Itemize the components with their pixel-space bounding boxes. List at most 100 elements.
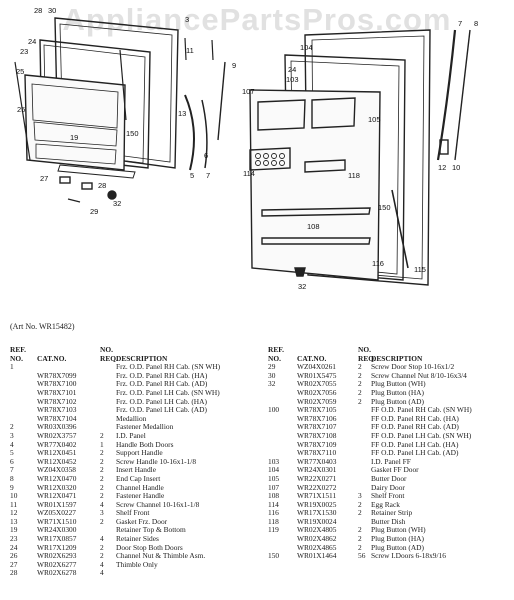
- qty-cell: 2: [100, 448, 104, 458]
- ref-cell: 6: [10, 456, 14, 466]
- qty-cell: [100, 363, 116, 372]
- svg-text:114: 114: [243, 169, 255, 178]
- cat-header: CAT.NO.: [37, 353, 67, 363]
- svg-text:28: 28: [34, 6, 42, 15]
- qty-cell: [358, 458, 371, 467]
- svg-text:105: 105: [368, 115, 381, 124]
- ref-cell: 4: [10, 439, 14, 449]
- svg-text:24: 24: [288, 65, 296, 74]
- description-cell: Handle Both Doors: [116, 439, 174, 449]
- qty-cell: 4: [100, 499, 104, 509]
- retainer-strip: [391, 189, 409, 269]
- qty-cell: 4: [100, 568, 104, 578]
- ref-cell: 3: [10, 430, 14, 440]
- ref-cell: [10, 398, 37, 407]
- description-cell: FF O.D. Panel LH Cab. (SN WH): [371, 430, 472, 440]
- svg-text:10: 10: [452, 163, 460, 172]
- ref-cell: [268, 415, 297, 424]
- svg-text:104: 104: [300, 43, 313, 52]
- ref-cell: 118: [268, 516, 279, 526]
- ref-cell: [10, 415, 37, 424]
- cat-no-cell: WR22X0272: [297, 482, 337, 492]
- ff-inner-liner: [249, 89, 381, 281]
- svg-text:7: 7: [458, 19, 462, 28]
- description-cell: FF O.D. Panel RH Cab. (HA): [371, 413, 459, 423]
- qty-cell: 2: [358, 542, 362, 552]
- description-cell: Channel Nut & Thimble Asm.: [116, 551, 206, 561]
- description-cell: Thimble Only: [116, 559, 158, 569]
- cat-no-cell: WR78X7107: [297, 422, 337, 432]
- description-cell: Support Handle: [116, 448, 163, 458]
- cat-no-cell: WR24X0301: [297, 465, 337, 475]
- ref-cell: 10: [10, 491, 18, 501]
- qty-cell: [100, 406, 116, 415]
- ref-cell: 104: [268, 465, 280, 475]
- qty-cell: 2: [358, 499, 362, 509]
- cat-no-cell: WR78X7105: [297, 405, 337, 415]
- svg-text:25: 25: [16, 67, 24, 76]
- ref-cell: 12: [10, 508, 18, 518]
- qty-cell: [358, 441, 371, 450]
- cat-no-cell: WR78X7109: [297, 439, 337, 449]
- cat-no-cell: WR02X4865: [297, 542, 337, 552]
- cat-no-cell: WR01X5475: [297, 370, 337, 380]
- cat-no-cell: WR77X0402: [37, 439, 77, 449]
- svg-text:32: 32: [113, 199, 121, 208]
- svg-text:19: 19: [70, 133, 78, 142]
- ref-cell: 150: [268, 551, 280, 561]
- svg-text:103: 103: [286, 75, 299, 84]
- qty-cell: [100, 372, 116, 381]
- freezer-inner-liner: [24, 74, 126, 171]
- cat-no-cell: WR17X1530: [297, 508, 337, 518]
- ref-cell: 30: [268, 370, 276, 380]
- description-cell: FF O.D. Panel RH Cab. (AD): [371, 422, 459, 432]
- ref-cell: 26: [10, 551, 18, 561]
- description-cell: Shelf Front: [371, 491, 405, 501]
- description-cell: Plug Button (HA): [371, 387, 424, 397]
- handle-channel: [184, 94, 195, 171]
- qty-cell: [100, 389, 116, 398]
- description-cell: Gasket Frz. Door: [116, 516, 168, 526]
- svg-text:29: 29: [90, 207, 98, 216]
- qty-cell: 2: [358, 379, 362, 389]
- butter-door: [311, 97, 356, 129]
- description-cell: I.D. Panel: [116, 430, 146, 440]
- cat-header: CAT.NO.: [297, 353, 327, 363]
- svg-text:5: 5: [190, 171, 194, 180]
- table-row: WR78X7107 FF O.D. Panel RH Cab. (AD): [268, 423, 472, 432]
- qty-cell: [358, 415, 371, 424]
- ref-cell: 23: [10, 534, 18, 544]
- svg-text:25: 25: [17, 105, 25, 114]
- svg-text:32: 32: [298, 282, 306, 291]
- svg-text:27: 27: [40, 174, 48, 183]
- description-cell: Retainer Strip: [371, 508, 413, 518]
- qty-cell: [100, 380, 116, 389]
- ref-cell: [268, 423, 297, 432]
- description-cell: Screw Channel Nut 8/10-16x3/4: [371, 370, 467, 380]
- cat-no-cell: WR78X7110: [297, 448, 337, 458]
- cat-no-cell: WR78X7100: [37, 379, 77, 389]
- table-header: REF.NO. CAT.NO. NO.REQ. DESCRIPTION: [10, 345, 220, 363]
- qty-cell: 2: [358, 396, 362, 406]
- description-cell: Fastener Handle: [116, 491, 165, 501]
- cat-no-cell: WR78X7103: [37, 405, 77, 415]
- ref-cell: 100: [268, 405, 280, 415]
- qty-cell: 2: [100, 430, 104, 440]
